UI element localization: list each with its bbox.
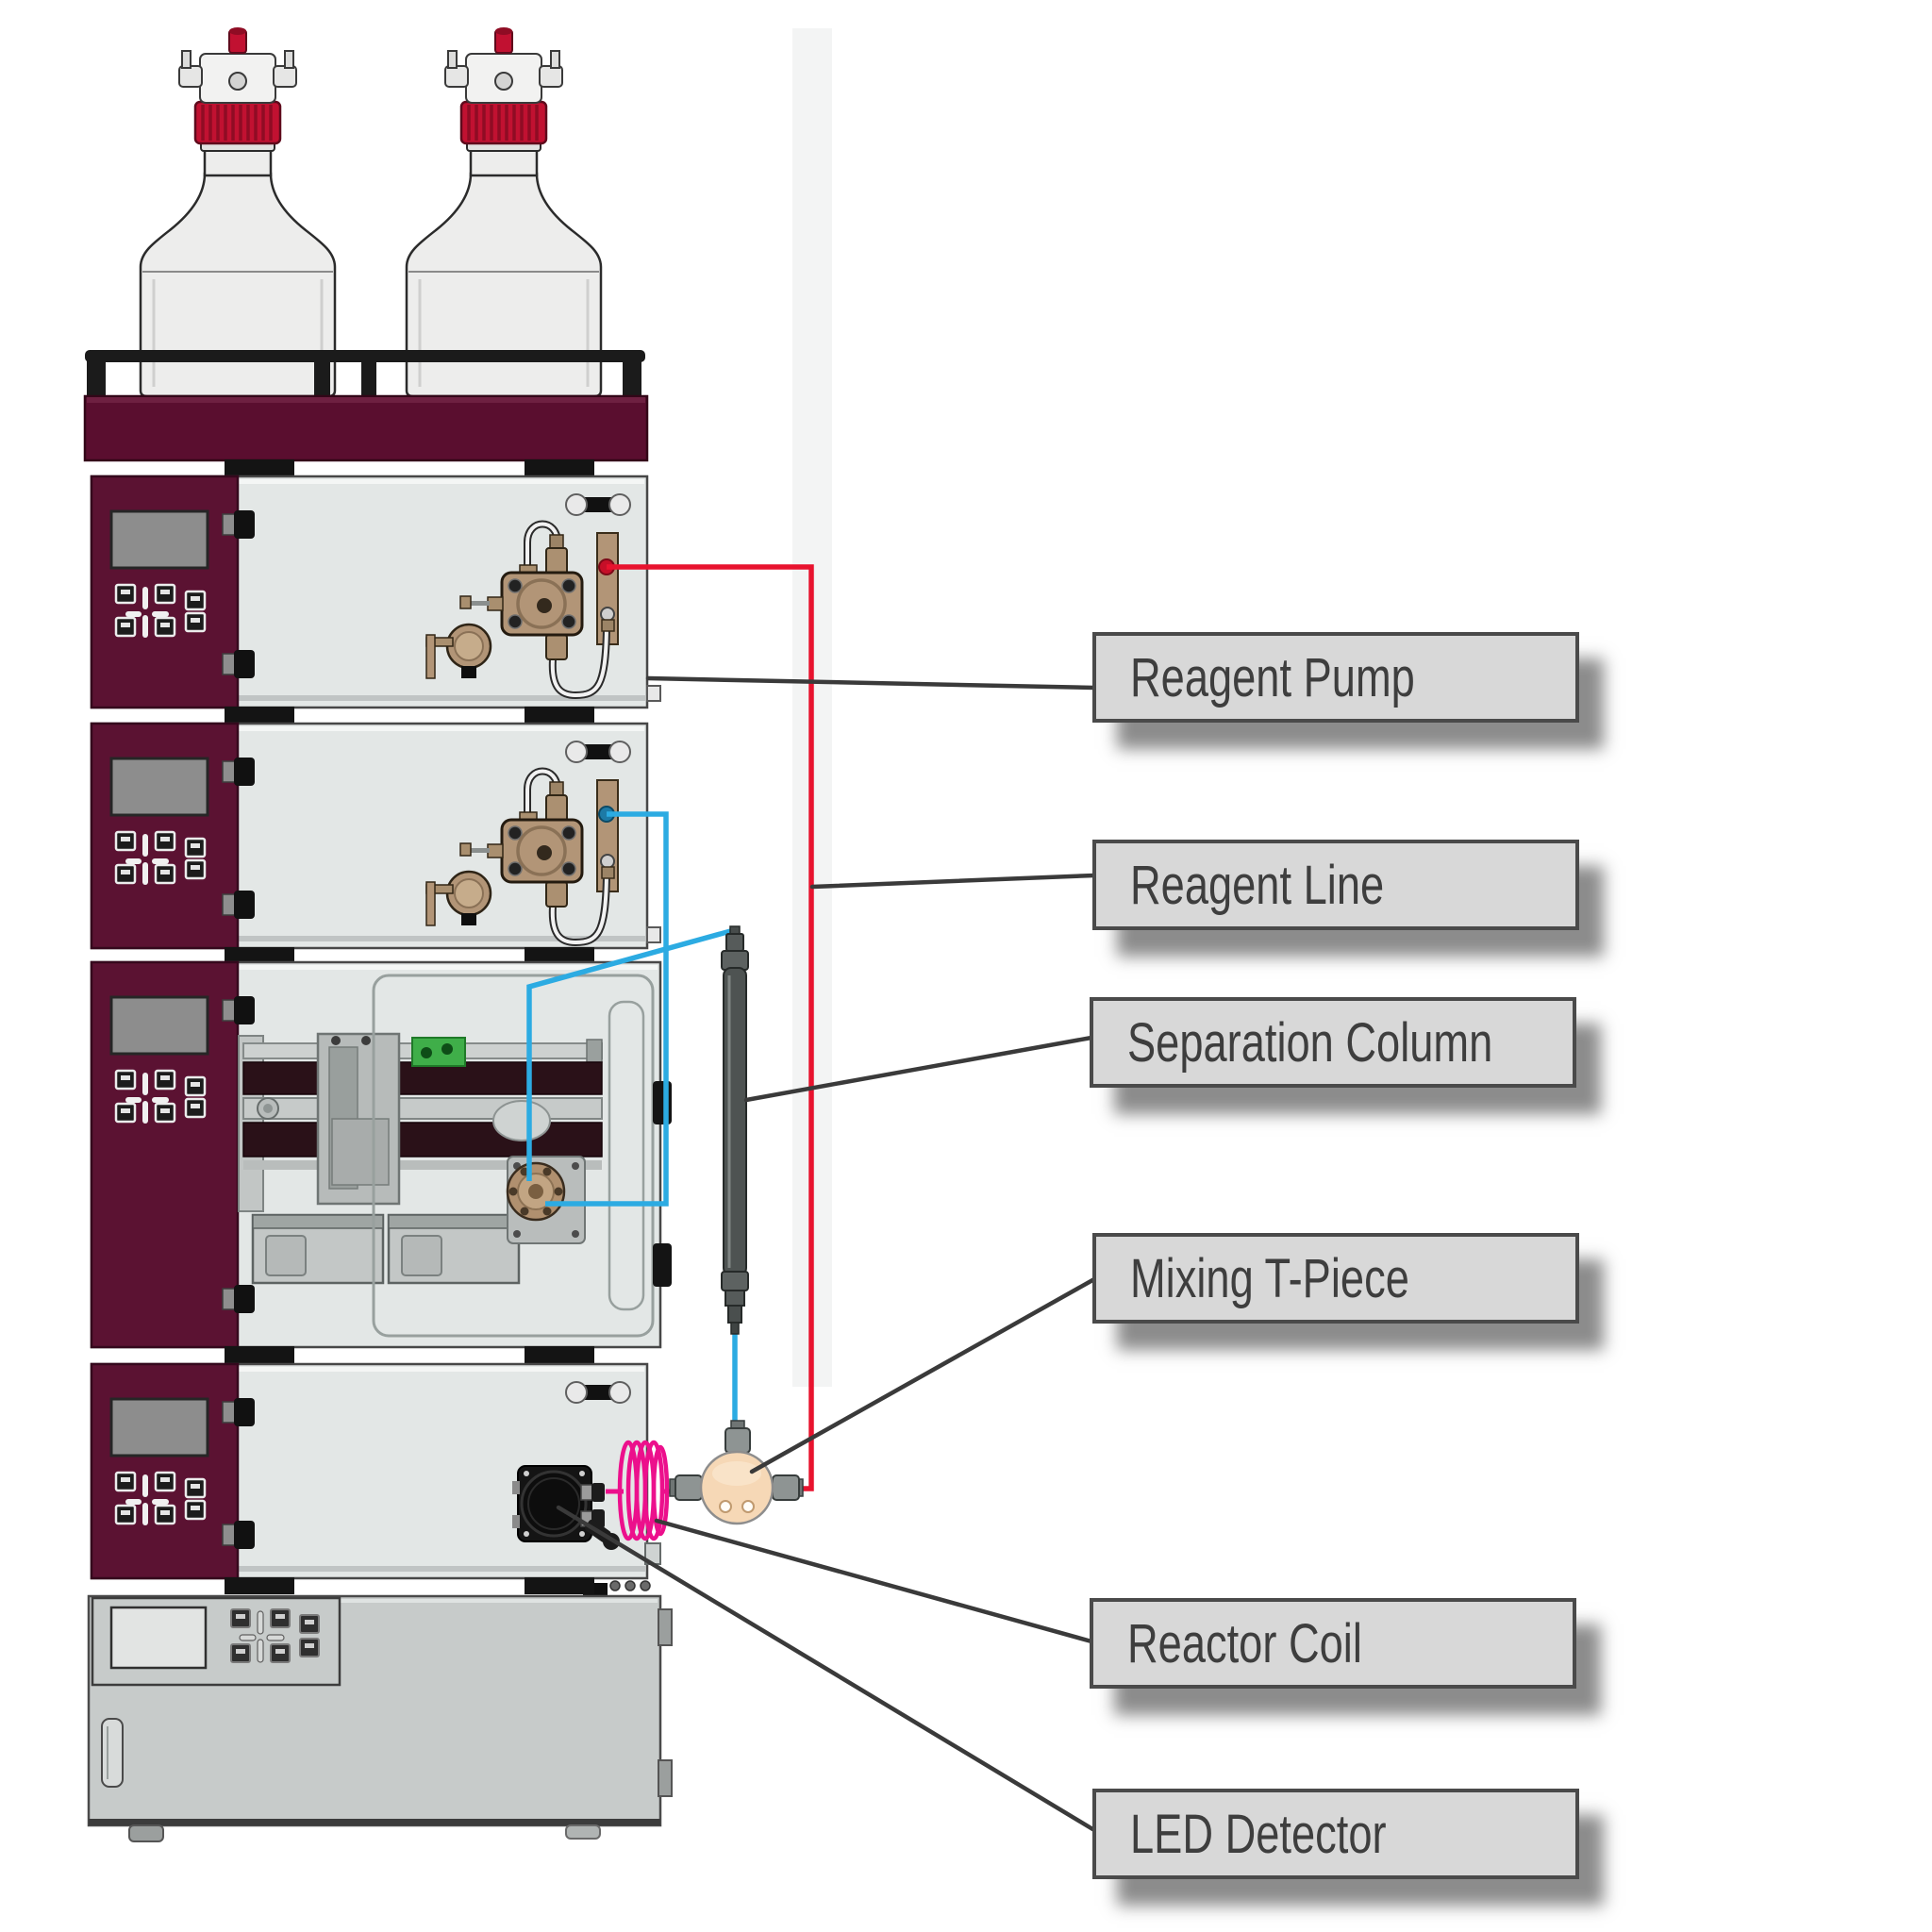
base-unit-keypad <box>230 1608 320 1663</box>
reagent-pump-module <box>90 475 661 709</box>
autosampler-module <box>90 960 672 1349</box>
eluent-pump-module <box>90 722 661 950</box>
label-reagent-line: Reagent Line <box>1092 840 1579 930</box>
injection-valve <box>506 1156 586 1244</box>
bottle-rail <box>85 350 645 399</box>
autosampler-mechanism <box>238 1032 603 1285</box>
label-separation-column: Separation Column <box>1090 997 1576 1088</box>
sample-rack <box>387 1213 521 1285</box>
leader-reagent-line <box>809 873 1097 890</box>
sample-rack <box>251 1213 385 1285</box>
bottle-tray <box>83 394 649 462</box>
bottle-cap-red <box>193 100 282 145</box>
pcb-green <box>411 1037 466 1067</box>
label-separation-column-text: Separation Column <box>1127 1011 1493 1074</box>
separation-column <box>721 925 749 1335</box>
label-led-detector-text: LED Detector <box>1130 1803 1387 1865</box>
label-led-detector: LED Detector <box>1092 1789 1579 1879</box>
reactor-coil <box>606 1440 677 1541</box>
leader-separation-column <box>743 1035 1094 1103</box>
led-detector <box>512 1465 620 1550</box>
stack-feet <box>225 1346 594 1363</box>
leader-reagent-pump <box>645 675 1097 691</box>
label-reactor-coil-text: Reactor Coil <box>1127 1612 1362 1674</box>
stack-feet <box>225 707 594 724</box>
leader-reactor-coil <box>654 1518 1094 1644</box>
stack-feet <box>225 459 594 476</box>
base-unit-handle <box>101 1718 124 1788</box>
leader-mixing-t-piece <box>749 1276 1097 1474</box>
label-reactor-coil: Reactor Coil <box>1090 1598 1576 1689</box>
eluent-tube-pump-to-injector <box>545 811 669 1207</box>
solvent-bottle-left <box>139 27 337 398</box>
base-unit-screen <box>109 1606 208 1670</box>
label-mixing-t-piece: Mixing T-Piece <box>1092 1233 1579 1324</box>
bottle-cap-red <box>459 100 548 145</box>
label-reagent-line-text: Reagent Line <box>1130 854 1385 916</box>
base-unit <box>87 1594 673 1842</box>
label-mixing-t-piece-text: Mixing T-Piece <box>1130 1247 1409 1309</box>
label-reagent-pump: Reagent Pump <box>1092 632 1579 723</box>
label-reagent-pump-text: Reagent Pump <box>1130 646 1415 708</box>
stack-feet <box>225 1577 594 1594</box>
leader-led-detector <box>556 1505 1097 1833</box>
solvent-bottle-right <box>405 27 603 398</box>
reagent-tube-red <box>607 564 814 1491</box>
mixing-t-piece <box>669 1420 804 1525</box>
detector-module <box>90 1362 661 1598</box>
